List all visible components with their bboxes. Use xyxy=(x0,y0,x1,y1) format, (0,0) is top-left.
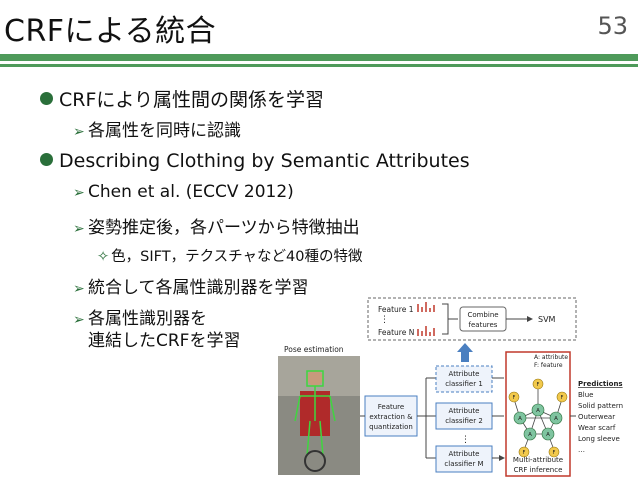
arrow-bullet-icon: ➢ xyxy=(73,221,85,237)
bullet-l2: ➢各属性を同時に認識 xyxy=(73,121,241,141)
title-rule-thin xyxy=(0,64,638,67)
bullet-l2: ➢姿勢推定後，各パーツから特徴抽出 xyxy=(73,218,360,238)
svg-text:F: F xyxy=(537,382,540,388)
classifier-m-box xyxy=(435,445,493,473)
arrow-bullet-icon: ➢ xyxy=(73,124,85,140)
classifier-1-box xyxy=(435,365,493,393)
svg-text:F: F xyxy=(513,395,516,401)
feature-box-line-2: extraction & xyxy=(369,413,413,421)
bicycle-wheel xyxy=(304,450,326,472)
up-arrow-icon xyxy=(457,343,473,362)
svg-text:F: F xyxy=(553,450,556,456)
slide-title: CRFによる統合 xyxy=(4,14,217,49)
vertical-ellipsis: ⋮ xyxy=(380,315,389,325)
classifier-2-line-1: Attribute xyxy=(449,407,480,415)
bullet-l1: CRFにより属性間の関係を学習 xyxy=(40,85,324,112)
vertical-ellipsis: ⋮ xyxy=(461,435,470,445)
combine-label-2: features xyxy=(469,321,498,329)
branch-connector xyxy=(417,377,436,459)
crf-caption-1: Multi-attribute xyxy=(513,456,563,464)
svg-text:A: A xyxy=(518,416,522,422)
bullet-dot-icon xyxy=(40,92,53,105)
bullet-l2-continuation: 連結したCRFを学習 xyxy=(88,331,241,351)
bullet-l2: ➢統合して各属性識別器を学習 xyxy=(73,278,309,298)
page-number: 53 xyxy=(597,12,628,40)
prediction-item: Long sleeve xyxy=(578,435,620,443)
feature-box-line-3: quantization xyxy=(369,423,413,431)
histogram-1-icon xyxy=(417,302,435,312)
svg-text:A: A xyxy=(554,416,558,422)
svg-text:A: A xyxy=(536,408,540,414)
svg-text:A: A xyxy=(546,432,550,438)
title-rule-thick xyxy=(0,54,638,61)
classifier-arrows xyxy=(492,377,504,458)
crf-legend-feature: F: feature xyxy=(534,362,563,369)
person-head xyxy=(307,370,323,386)
crf-attribute-node-labels: A A A A A xyxy=(518,408,558,438)
bullet-dot-icon xyxy=(40,153,53,166)
bullet-l1: Describing Clothing by Semantic Attribut… xyxy=(40,150,470,172)
crf-caption-2: CRF inference xyxy=(514,466,563,474)
classifier-1-line-2: classifier 1 xyxy=(445,380,483,388)
top-feature-n-label: Feature N xyxy=(378,328,414,337)
bullet-l3: ✧色，SIFT，テクスチャなど40種の特徴 xyxy=(97,249,363,265)
crf-feature-node-labels: F F F F F xyxy=(513,382,564,456)
svm-label: SVM xyxy=(538,315,556,324)
prediction-item: Solid pattern xyxy=(578,402,623,410)
svg-text:A: A xyxy=(528,432,532,438)
prediction-item: Blue xyxy=(578,391,594,399)
star-bullet-icon: ✧ xyxy=(97,249,110,265)
bullet-l2: ➢Chen et al. (ECCV 2012) xyxy=(73,182,294,202)
pose-estimation-label: Pose estimation xyxy=(284,345,344,354)
prediction-item: Wear scarf xyxy=(578,424,616,432)
arrow-bullet-icon: ➢ xyxy=(73,312,85,328)
prediction-item: … xyxy=(578,446,585,454)
classifier-2-line-2: classifier 2 xyxy=(445,417,483,425)
classifier-m-line-2: classifier M xyxy=(444,460,483,468)
arrow-bullet-icon: ➢ xyxy=(73,185,85,201)
predictions-title: Predictions xyxy=(578,380,623,388)
crf-feature-nodes xyxy=(508,378,568,458)
arrow-bullet-icon: ➢ xyxy=(73,281,85,297)
feature-box-line-1: Feature xyxy=(378,403,404,411)
svg-text:F: F xyxy=(561,395,564,401)
classifier-m-line-1: Attribute xyxy=(449,450,480,458)
crf-attribute-nodes xyxy=(513,403,563,441)
svg-text:F: F xyxy=(523,450,526,456)
top-feature-1-label: Feature 1 xyxy=(378,305,414,314)
bracket-connector xyxy=(442,303,458,335)
combine-label-1: Combine xyxy=(467,311,498,319)
prediction-item: Outerwear xyxy=(578,413,615,421)
pose-skeleton-icon xyxy=(294,370,336,457)
classifier-1-line-1: Attribute xyxy=(449,370,480,378)
crf-legend-attribute: A: attribute xyxy=(534,354,568,361)
histogram-n-icon xyxy=(417,326,435,336)
pipeline-figure: Feature 1 ⋮ Feature N Combine features S… xyxy=(278,297,623,477)
bullet-l2: ➢各属性識別器を xyxy=(73,309,207,329)
